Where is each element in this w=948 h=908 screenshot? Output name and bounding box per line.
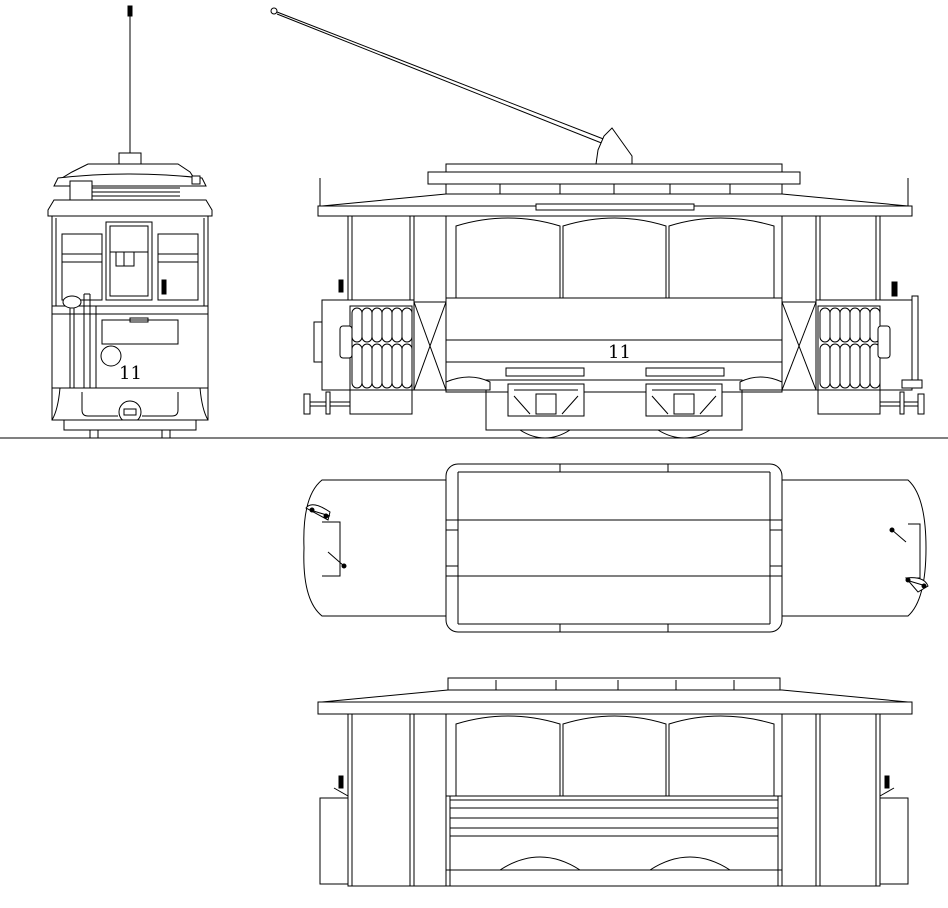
top-view xyxy=(303,463,929,633)
side-view: 11 xyxy=(270,7,925,439)
front-view: 11 xyxy=(47,5,213,439)
lower-side-view xyxy=(317,677,913,887)
headlamp xyxy=(100,345,122,367)
side-fleet-number: 11 xyxy=(608,342,631,363)
front-fleet-number: 11 xyxy=(119,363,142,384)
